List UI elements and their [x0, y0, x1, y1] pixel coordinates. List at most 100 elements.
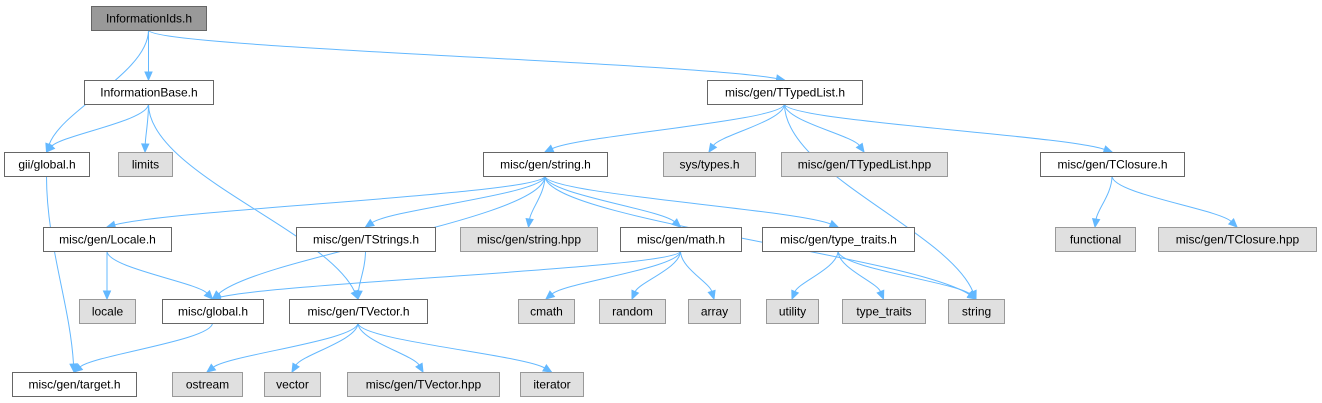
node-box: [347, 372, 500, 397]
edge-informationbase-to-tvector: [148, 103, 356, 292]
node-box: [79, 299, 136, 324]
node-misc-global[interactable]: misc/global.h: [162, 299, 264, 324]
node-label: misc/gen/TStrings.h: [313, 233, 419, 247]
arrowhead-ttypedlist-to-tclosure: [1102, 145, 1114, 154]
node-ttypedlist-hpp: misc/gen/TTypedList.hpp: [781, 152, 948, 177]
node-label: limits: [132, 158, 159, 172]
node-box: [162, 299, 264, 324]
node-string-h[interactable]: misc/gen/string.h: [483, 152, 608, 177]
node-label: type_traits: [856, 305, 911, 319]
node-label: misc/gen/TTypedList.hpp: [798, 158, 932, 172]
node-label: misc/gen/target.h: [28, 378, 120, 392]
edge-ttypedlist-to-string_h: [552, 103, 785, 150]
node-label: array: [701, 305, 728, 319]
edge-tclosure-to-functional: [1095, 175, 1113, 220]
node-ostream: ostream: [172, 372, 243, 397]
edge-math_h-to-random: [634, 250, 681, 292]
node-string: string: [948, 299, 1005, 324]
arrowhead-tclosure-to-functional: [1091, 217, 1101, 229]
node-math-h[interactable]: misc/gen/math.h: [620, 227, 742, 252]
edge-locale_h-to-misc_global: [106, 250, 208, 294]
node-box: [781, 152, 948, 177]
arrowhead-ttypedlist-to-ttypedlist_hpp: [855, 142, 865, 154]
node-random: random: [599, 299, 666, 324]
arrowhead-tvector-to-ostream: [206, 363, 217, 373]
node-tclosure[interactable]: misc/gen/TClosure.h: [1040, 152, 1185, 177]
node-gii-global[interactable]: gii/global.h: [4, 152, 90, 177]
node-vector: vector: [264, 372, 321, 397]
node-box: [483, 152, 608, 177]
node-label: InformationIds.h: [106, 12, 192, 26]
node-label: misc/gen/TClosure.h: [1057, 158, 1167, 172]
edge-tvector-to-vector: [295, 322, 359, 366]
node-label: InformationBase.h: [100, 86, 197, 100]
node-tvector[interactable]: misc/gen/TVector.h: [289, 299, 428, 324]
node-label: vector: [276, 378, 309, 392]
node-ttypedlist[interactable]: misc/gen/TTypedList.h: [707, 80, 863, 105]
node-label: ostream: [186, 378, 229, 392]
node-label: string: [962, 305, 991, 319]
node-box: [1040, 152, 1185, 177]
node-box: [118, 152, 173, 177]
node-box: [518, 299, 575, 324]
arrowhead-tclosure-to-tclosure_hpp: [1227, 218, 1238, 228]
node-label: misc/gen/TClosure.hpp: [1176, 233, 1300, 247]
node-label: random: [612, 305, 653, 319]
node-label: misc/gen/TVector.h: [307, 305, 409, 319]
node-box: [688, 299, 741, 324]
arrowhead-type_traits_h-to-type_traits: [876, 289, 885, 301]
node-label: gii/global.h: [18, 158, 75, 172]
edge-tvector-to-tvector_hpp: [357, 322, 420, 366]
arrowhead-type_traits_h-to-utility: [791, 289, 800, 301]
node-box: [172, 372, 243, 397]
edge-type_traits_h-to-type_traits: [837, 250, 881, 292]
node-locale: locale: [79, 299, 136, 324]
edge-gii_global-to-target: [46, 175, 75, 365]
node-label: misc/gen/string.h: [500, 158, 591, 172]
node-label: misc/gen/TVector.hpp: [366, 378, 482, 392]
node-string-hpp: misc/gen/string.hpp: [460, 227, 598, 252]
node-array: array: [688, 299, 741, 324]
node-box: [620, 227, 742, 252]
node-box: [264, 372, 321, 397]
node-informationids[interactable]: InformationIds.h: [91, 6, 207, 31]
node-label: sys/types.h: [679, 158, 739, 172]
node-target[interactable]: misc/gen/target.h: [12, 372, 137, 397]
arrowhead-string_h-to-tstrings: [364, 218, 375, 228]
arrowhead-locale_h-to-locale: [102, 290, 112, 301]
node-informationbase[interactable]: InformationBase.h: [84, 80, 214, 105]
edge-string_h-to-type_traits_h: [544, 175, 831, 225]
edge-misc_global-to-target: [79, 322, 213, 368]
node-box: [762, 227, 915, 252]
node-label: functional: [1070, 233, 1121, 247]
node-box: [948, 299, 1005, 324]
arrowhead-math_h-to-random: [631, 289, 640, 301]
arrowhead-gii_global-to-target: [69, 363, 78, 374]
arrowhead-tstrings-to-tvector: [354, 290, 363, 301]
node-type-traits: type_traits: [842, 299, 926, 324]
node-box: [84, 80, 214, 105]
node-label: misc/gen/math.h: [637, 233, 725, 247]
node-box: [4, 152, 90, 177]
edge-ttypedlist-to-sys_types: [713, 103, 785, 146]
edge-string_h-to-locale_h: [114, 175, 546, 226]
edge-type_traits_h-to-utility: [794, 250, 839, 292]
node-label: misc/gen/type_traits.h: [780, 233, 897, 247]
node-iterator: iterator: [520, 372, 584, 397]
node-type-traits-h[interactable]: misc/gen/type_traits.h: [762, 227, 915, 252]
node-locale-h[interactable]: misc/gen/Locale.h: [43, 227, 172, 252]
edge-ttypedlist-to-string: [784, 103, 974, 292]
arrowhead-tvector-to-vector: [291, 362, 300, 374]
edge-ttypedlist-to-ttypedlist_hpp: [784, 103, 860, 146]
edge-string_h-to-tstrings: [371, 175, 546, 223]
edge-tstrings-to-tvector: [358, 250, 366, 292]
arrowhead-type_traits_h-to-string: [966, 290, 977, 300]
edge-type_traits_h-to-string: [837, 250, 971, 295]
arrowhead-locale_h-to-misc_global: [203, 289, 214, 300]
node-tstrings[interactable]: misc/gen/TStrings.h: [296, 227, 436, 252]
arrowhead-misc_global-to-target: [73, 363, 84, 373]
arrowhead-informationbase-to-limits: [141, 143, 150, 154]
node-functional: functional: [1055, 227, 1136, 252]
node-box: [1158, 227, 1317, 252]
